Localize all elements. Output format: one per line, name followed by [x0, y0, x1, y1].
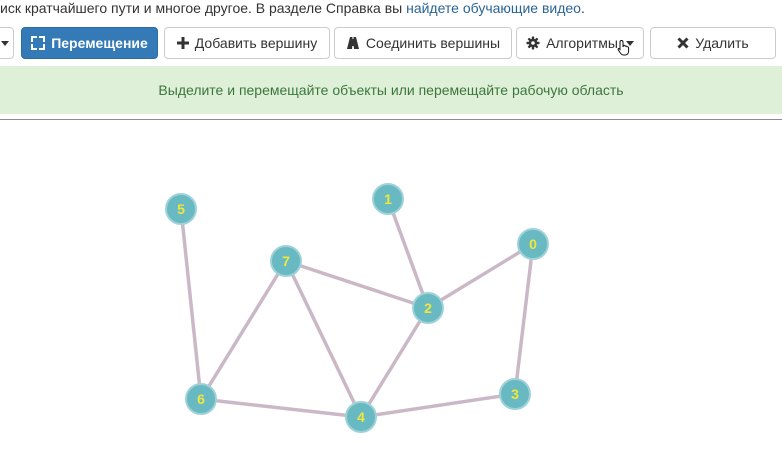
connect-vertices-button[interactable]: Соединить вершины — [334, 27, 512, 59]
add-vertex-label: Добавить вершину — [194, 35, 318, 51]
graph-vertex-label: 7 — [282, 253, 290, 269]
plus-icon — [176, 37, 189, 49]
algorithms-label: Алгоритмы — [546, 35, 618, 51]
graph-edge-2-4[interactable] — [359, 306, 430, 419]
graph-edge-7-6[interactable] — [199, 259, 288, 401]
graph-vertex-circle[interactable] — [165, 193, 197, 225]
graph-edge-5-6[interactable] — [179, 207, 203, 401]
delete-label: Удалить — [695, 35, 749, 51]
graph-vertex-circle[interactable] — [412, 292, 444, 324]
graph-vertex-label: 1 — [384, 191, 392, 207]
graph-vertex-label: 0 — [529, 236, 537, 252]
graph-vertex-0[interactable]: 0 — [517, 228, 549, 260]
graph-edge-0-2[interactable] — [426, 242, 535, 310]
graph-edge-4-3[interactable] — [359, 392, 517, 419]
graph-edge-6-4[interactable] — [199, 397, 363, 419]
graph-vertex-2[interactable]: 2 — [412, 292, 444, 324]
graph-vertex-label: 3 — [511, 386, 519, 402]
connect-vertices-label: Соединить вершины — [365, 35, 501, 51]
workspace-divider — [0, 119, 782, 120]
intro-sentence: иск кратчайшего пути и многое другое. В … — [0, 0, 407, 16]
graph-edge-7-2[interactable] — [284, 259, 430, 310]
graph-vertex-label: 5 — [177, 201, 185, 217]
graph-vertex-6[interactable]: 6 — [185, 383, 217, 415]
delete-button[interactable]: Удалить — [650, 27, 776, 59]
graph-vertex-label: 4 — [357, 409, 365, 425]
gear-icon — [526, 36, 540, 50]
move-button-label: Перемещение — [51, 35, 148, 51]
graph-vertex-circle[interactable] — [270, 245, 302, 277]
tutorial-videos-link[interactable]: найдете обучающие видео — [406, 0, 581, 16]
graph-vertex-circle[interactable] — [185, 383, 217, 415]
road-icon — [346, 36, 360, 50]
graph-vertex-circle[interactable] — [517, 228, 549, 260]
graph-vertex-circle[interactable] — [372, 183, 404, 215]
graph-vertex-1[interactable]: 1 — [372, 183, 404, 215]
mode-dropdown-button[interactable] — [0, 27, 14, 59]
toolbar: Перемещение Добавить вершину Соединить в… — [0, 27, 782, 59]
graph-vertex-3[interactable]: 3 — [499, 378, 531, 410]
graph-vertex-circle[interactable] — [345, 401, 377, 433]
status-alert: Выделите и перемещайте объекты или перем… — [0, 66, 782, 114]
graph-svg[interactable]: 0 1 2 3 4 5 6 7 — [0, 121, 782, 460]
graph-edge-1-2[interactable] — [386, 197, 430, 310]
hand-cursor-icon — [617, 39, 630, 56]
caret-down-icon — [625, 40, 634, 46]
caret-down-icon — [1, 40, 9, 46]
status-alert-text: Выделите и перемещайте объекты или перем… — [158, 82, 624, 98]
intro-period: . — [580, 0, 585, 16]
graph-vertex-4[interactable]: 4 — [345, 401, 377, 433]
graph-vertex-label: 6 — [197, 391, 205, 407]
close-icon — [677, 37, 689, 49]
move-button[interactable]: Перемещение — [21, 27, 158, 59]
graph-vertex-label: 2 — [424, 300, 432, 316]
graph-vertex-7[interactable]: 7 — [270, 245, 302, 277]
graph-vertex-5[interactable]: 5 — [165, 193, 197, 225]
add-vertex-button[interactable]: Добавить вершину — [164, 27, 330, 59]
graph-vertex-circle[interactable] — [499, 378, 531, 410]
fullscreen-icon — [31, 36, 46, 50]
graph-edge-7-4[interactable] — [284, 259, 363, 419]
graph-edge-0-3[interactable] — [513, 242, 535, 396]
graph-canvas[interactable]: 0 1 2 3 4 5 6 7 — [0, 121, 782, 460]
intro-text: иск кратчайшего пути и многое другое. В … — [0, 0, 782, 22]
